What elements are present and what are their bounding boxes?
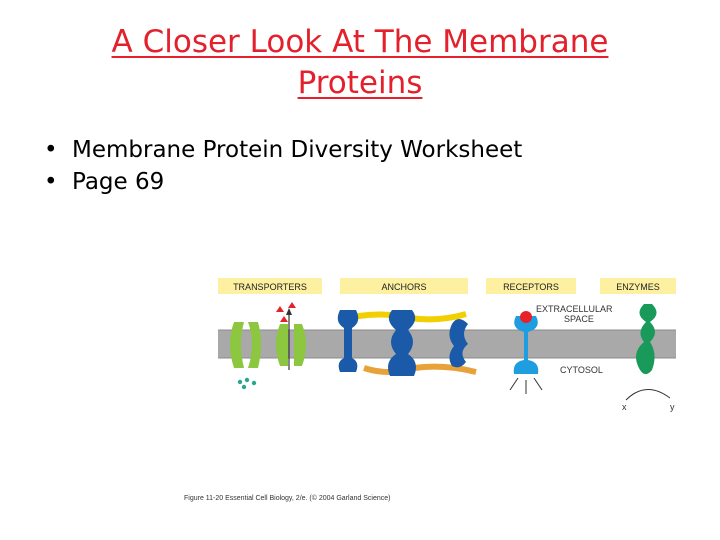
transporter-channel — [230, 322, 261, 368]
transported-ions — [237, 377, 257, 390]
extracellular-space-label: SPACE — [564, 314, 594, 324]
ligand — [520, 311, 532, 323]
transporters-label: TRANSPORTERS — [233, 282, 307, 292]
slide-title: A Closer Look At The Membrane Proteins — [60, 22, 660, 104]
anchor-protein-3 — [449, 319, 468, 368]
anchors-label-bar — [340, 278, 468, 294]
transporter-carrier — [276, 324, 306, 366]
receptors-label: RECEPTORS — [503, 282, 559, 292]
enzymes-label: ENZYMES — [616, 282, 660, 292]
cytosol-label: CYTOSOL — [560, 365, 603, 375]
receptors-label-bar — [486, 278, 576, 294]
enzymes-label-bar — [600, 278, 676, 294]
figure-caption: Figure 11-20 Essential Cell Biology, 2/e… — [184, 495, 391, 502]
membrane-protein-figure: TRANSPORTERS ANCHORS RECEPTORS ENZYMES E… — [218, 278, 676, 412]
anchor-link-lower — [363, 363, 477, 375]
signal-arrows — [509, 377, 543, 394]
receptor-protein — [513, 316, 539, 374]
bullet-item: Membrane Protein Diversity Worksheet — [44, 134, 522, 166]
transporters-label-bar — [218, 278, 322, 294]
substrate-label: x — [622, 402, 627, 412]
anchor-protein-2 — [388, 310, 416, 376]
extracellular-label: EXTRACELLULAR — [536, 304, 613, 314]
enzyme-protein — [636, 304, 657, 375]
anchor-protein-1 — [337, 310, 359, 372]
bullet-list: Membrane Protein Diversity Worksheet Pag… — [44, 134, 522, 198]
transported-solutes — [276, 302, 296, 322]
title-line-2: Proteins — [297, 65, 423, 101]
bullet-item: Page 69 — [44, 166, 522, 198]
reaction-arrow — [625, 389, 671, 401]
title-line-1: A Closer Look At The Membrane — [111, 24, 609, 60]
anchors-label: ANCHORS — [381, 282, 426, 292]
product-label: y — [670, 402, 675, 412]
